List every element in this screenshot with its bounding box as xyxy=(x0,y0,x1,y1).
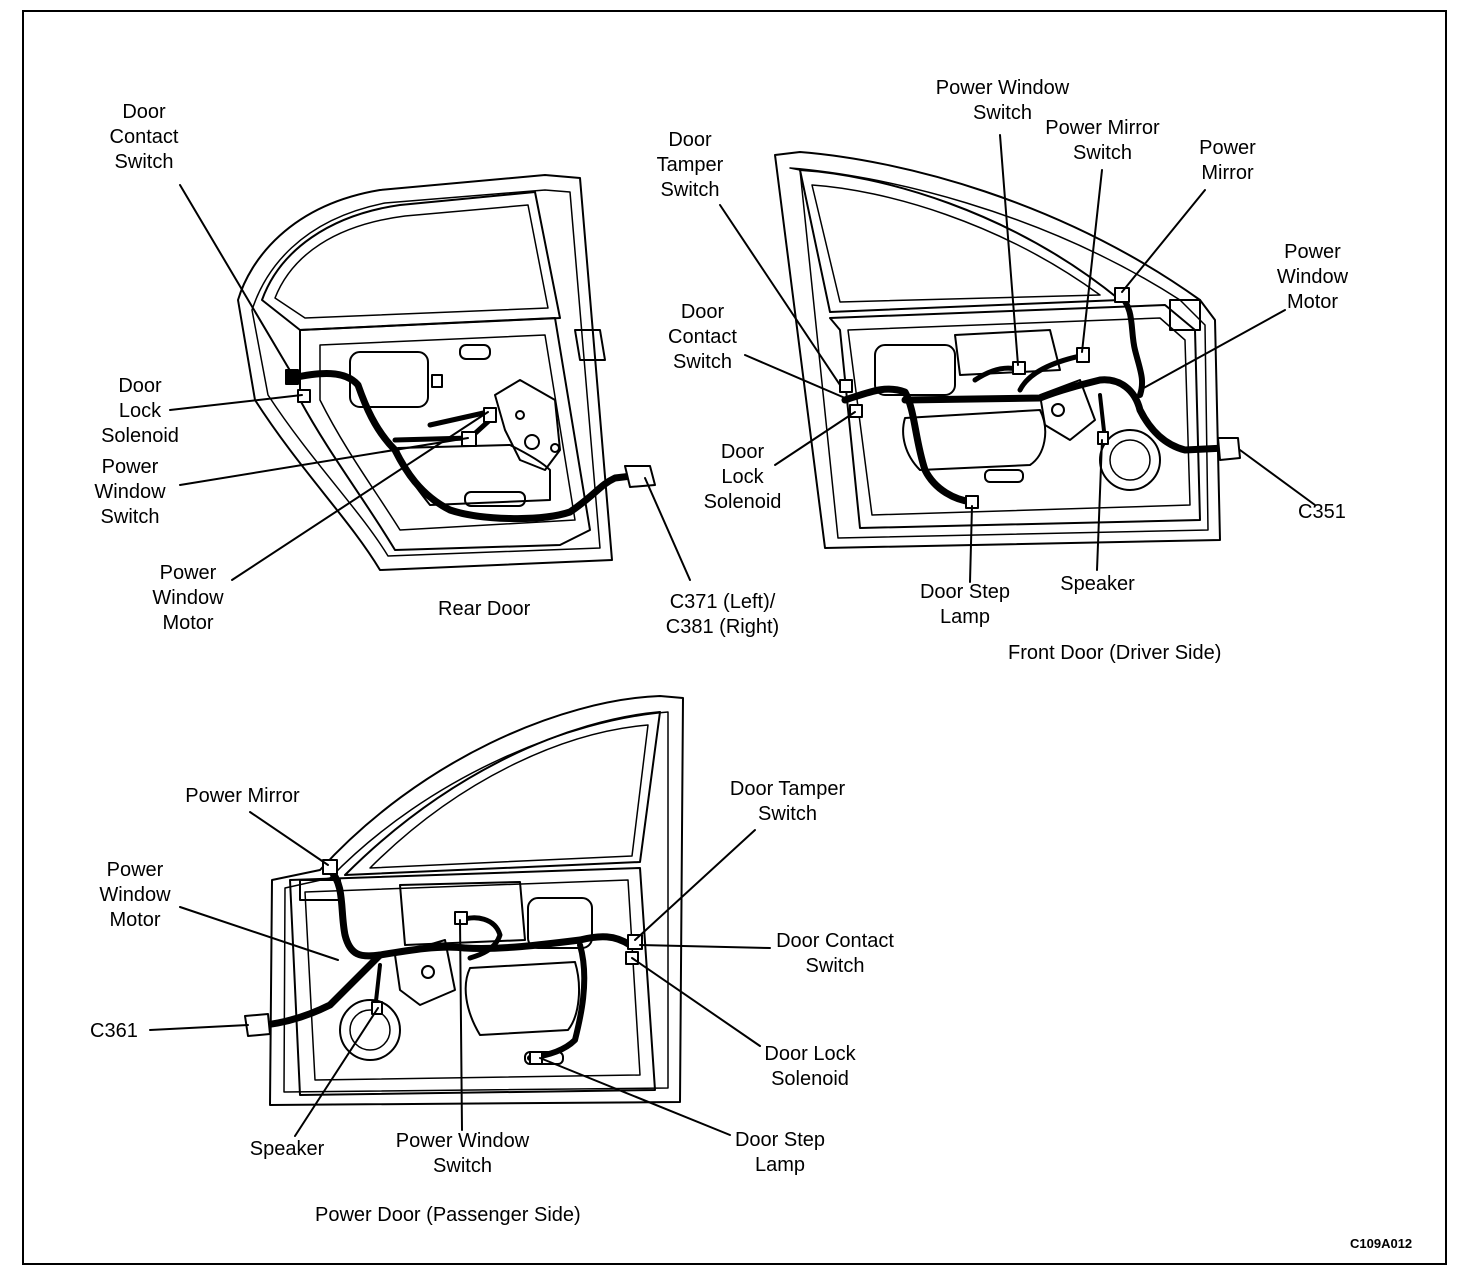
pass-speaker-label: Speaker xyxy=(249,1138,325,1160)
rear-power-window-motor-label: Power Window Motor xyxy=(152,562,224,634)
front-door-step-lamp-label: Door Step Lamp xyxy=(919,581,1011,628)
pass-connector-label: C361 xyxy=(90,1020,138,1042)
front-power-mirror-label: Power Mirror xyxy=(1199,137,1256,184)
rear-door-contact-switch-label: Door Contact Switch xyxy=(109,101,179,173)
rear-door-drawing xyxy=(237,174,656,571)
front-power-window-switch-label: Power Window Switch xyxy=(935,77,1070,124)
passenger-door-drawing xyxy=(244,695,684,1106)
pass-door-step-lamp-label: Door Step Lamp xyxy=(734,1129,826,1176)
front-driver-door-title: Front Door (Driver Side) xyxy=(1008,642,1222,664)
front-door-tamper-switch-label: Door Tamper Switch xyxy=(656,129,724,201)
rear-power-window-switch-label: Power Window Switch xyxy=(94,456,166,528)
front-connector-label: C351 xyxy=(1298,501,1346,523)
rear-connector-label: C371 (Left)/ C381 (Right) xyxy=(665,591,780,638)
passenger-door-title: Power Door (Passenger Side) xyxy=(315,1204,581,1226)
front-door-contact-switch-label: Door Contact Switch xyxy=(668,301,737,373)
pass-power-window-switch-label: Power Window Switch xyxy=(395,1130,530,1177)
front-driver-door-drawing xyxy=(774,151,1241,549)
pass-door-tamper-switch-label: Door Tamper Switch xyxy=(729,778,846,825)
front-door-lock-solenoid-label: Door Lock Solenoid xyxy=(703,441,782,513)
front-power-window-motor-label: Power Window Motor xyxy=(1276,241,1349,313)
pass-door-contact-switch-label: Door Contact Switch xyxy=(776,930,894,977)
rear-door-lock-solenoid-label: Door Lock Solenoid xyxy=(101,375,179,447)
rear-door-title: Rear Door xyxy=(438,598,531,620)
front-speaker-label: Speaker xyxy=(1060,573,1135,595)
pass-door-lock-solenoid-label: Door Lock Solenoid xyxy=(764,1043,856,1090)
figure-code: C109A012 xyxy=(1350,1236,1413,1251)
diagram-frame xyxy=(22,10,1447,1265)
front-power-mirror-switch-label: Power Mirror Switch xyxy=(1045,117,1160,164)
pass-power-window-motor-label: Power Window Motor xyxy=(99,859,171,931)
leader-lines xyxy=(149,134,1316,1137)
pass-power-mirror-label: Power Mirror xyxy=(185,785,300,807)
